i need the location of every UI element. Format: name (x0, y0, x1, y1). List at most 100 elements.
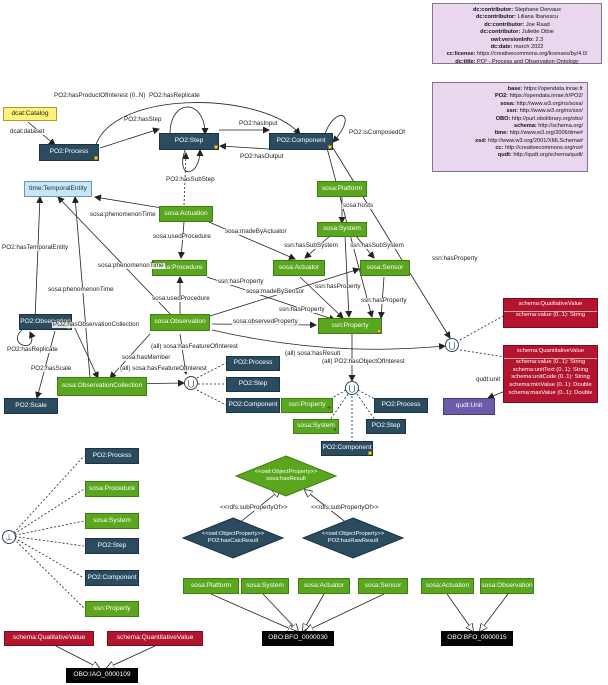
qudt-unit-node[interactable]: qudt:Unit (443, 398, 495, 415)
disjoint-process-node[interactable]: PO2:Process (85, 448, 139, 464)
union2-step-node[interactable]: PO2:Step (366, 419, 406, 434)
label-has-replicate: PO2:hasReplicate (148, 92, 201, 100)
label-has-input: PO2:hasInput (238, 120, 279, 128)
class-attribute: schema:maxValue (0..1): Double (508, 390, 593, 397)
label-dcat-dataset: dcat:dataset (9, 128, 46, 136)
union1-step-node[interactable]: PO2:Step (226, 377, 280, 392)
metadata-row: dc:date: march 2022 (490, 43, 544, 50)
union2-component-node[interactable]: PO2:Component (321, 441, 373, 456)
metadata-row: dc:contributor: Joe Raad (484, 21, 550, 28)
label-has-output: PO2:hasOutput (239, 153, 285, 161)
has-calc-result-text: <<owl:ObjectProperty>>PO2:hasCalcResult (201, 531, 265, 544)
label-has-result-all: (all) sosa:hasResult (284, 350, 342, 358)
obo-iao-node[interactable]: OBO:IAO_0000109 (66, 668, 138, 683)
label-has-feature-of-interest-all: (all) sosa:hasFeatureOfInterest (150, 343, 239, 351)
disjoint-property-node[interactable]: ssn:Property (85, 601, 139, 617)
dcat-catalog-node[interactable]: dcat:Catalog (3, 107, 57, 121)
label-is-composed-of: PO2:isComposedOf (348, 129, 406, 137)
union-object-of-interest[interactable]: ⋃ (345, 381, 359, 395)
po2-component-node[interactable]: PO2:Component (269, 133, 333, 150)
label-has-member: sosa:hasMember (121, 354, 172, 362)
class-attribute: schema:unitText (0..1): String (512, 366, 589, 373)
namespace-row: PO2: https://opendata.inrae.fr/PO2/ (494, 93, 583, 100)
metadata-row: owl:versionInfo: 2.3 (490, 36, 544, 43)
has-calc-result-diamond (181, 517, 285, 559)
label-hosts: sosa:hosts (342, 202, 375, 210)
sosa-sensor-node[interactable]: sosa:Sensor (360, 260, 410, 276)
label-ssn-has-property-3: ssn:hasProperty (360, 297, 408, 305)
time-temporal-entity-node[interactable]: time:TemporalEntity (24, 181, 92, 197)
namespace-row: base: https://opendata.inrae.fr (507, 86, 583, 92)
has-raw-result-diamond (301, 517, 405, 559)
union2-property-plus: + (327, 405, 332, 412)
disjoint-system-node[interactable]: sosa:System (85, 513, 139, 529)
component-marker (328, 145, 332, 149)
label-ssn-has-subsystem-1: ssn:hasSubSystem (283, 242, 339, 250)
label-ssn-has-property-1: ssn:hasProperty (217, 278, 265, 286)
metadata-row: dc:title: PO² - Process and Observation … (455, 58, 579, 65)
obo-bfo30-node[interactable]: OBO:BFO_0000030 (262, 631, 334, 646)
bfo30-sensor-node[interactable]: sosa:Sensor (358, 578, 408, 594)
namespace-row: xsd: http://www.w3.org/2001/XMLSchema# (475, 137, 583, 144)
sosa-observation-collection-node[interactable]: sosa:ObservationCollection (57, 377, 147, 396)
class-attribute: schema:unitCode (0..1): String (511, 374, 590, 381)
union2-process-node[interactable]: PO2:Process (374, 398, 428, 413)
ssn-property-node[interactable]: ssn:Property (318, 318, 382, 334)
metadata-row: dc:contributor: Stephane Dervaux (473, 7, 561, 13)
label-has-feature-of-interest: (all) sosa:hasFeatureOfInterest (119, 365, 208, 373)
namespace-row: OBO: http://purl.obolibrary.org/obo/ (495, 115, 583, 122)
metadata-row: cc:license: https://creativecommons.org/… (446, 51, 588, 58)
label-ssn-has-subsystem-2: ssn:hasSubSystem (349, 242, 405, 250)
label-ssn-has-property-right: ssn:hasProperty (431, 255, 479, 263)
label-observed-property: sosa:observedProperty (232, 318, 299, 326)
po2-scale-node[interactable]: PO2:Scale (4, 398, 58, 414)
namespace-row: cc: http://creativecommons.org/ns# (495, 145, 583, 151)
class-attribute: schema:value (0..1): String (515, 311, 586, 318)
disjoint-procedure-node[interactable]: sosa:Procedure (85, 481, 139, 497)
label-has-sub-step: PO2:hasSubStep (165, 176, 216, 184)
bfo30-system-node[interactable]: sosa:System (241, 578, 289, 594)
namespace-row: schema: http://schema.org/ (513, 122, 583, 129)
iao-quantitative-node[interactable]: schema:QuantitativeValue (107, 631, 203, 646)
sosa-platform-node[interactable]: sosa:Platform (317, 181, 367, 197)
sosa-observation-node[interactable]: sosa:Observation (150, 314, 210, 331)
bfo30-platform-node[interactable]: sosa:Platform (183, 578, 239, 594)
bfo15-actuation-node[interactable]: sosa:Actuation (421, 578, 474, 594)
class-title: schema:QuantitativeValue (504, 346, 597, 359)
label-used-procedure-2: sosa:usedProcedure (151, 295, 211, 303)
union1-process-node[interactable]: PO2:Process (226, 356, 280, 371)
sosa-system-node[interactable]: sosa:System (317, 222, 367, 237)
has-result-text: <<owl:ObjectProperty>>sosa:hasResult (254, 469, 318, 482)
iao-qualitative-node[interactable]: schema:QualitativeValue (4, 631, 94, 646)
union-result-value[interactable]: ⋃ (445, 338, 459, 352)
sosa-actuation-node[interactable]: sosa:Actuation (159, 206, 213, 222)
label-used-procedure-1: sosa:usedProcedure (152, 233, 212, 241)
namespace-row: qudt: http://qudt.org/schema/qudt/ (497, 152, 583, 159)
po2-process-node[interactable]: PO2:Process (39, 144, 99, 161)
union1-component-node[interactable]: PO2:Component (226, 398, 280, 413)
label-has-scale: PO2:hasScale (30, 365, 73, 373)
union2-property-node[interactable]: ssn:Property (281, 398, 333, 413)
step-marker (214, 145, 218, 149)
bfo15-observation-node[interactable]: sosa:Observation (480, 578, 534, 594)
disjoint-symbol[interactable]: ⊥ (2, 530, 16, 544)
process-marker (94, 156, 98, 160)
label-phenomenon-time-2: sosa:phenomenonTime (97, 262, 165, 270)
label-phenomenon-time-1: sosa:phenomenonTime (89, 211, 157, 219)
disjoint-step-node[interactable]: PO2:Step (85, 538, 139, 554)
union2-system-plus: + (333, 427, 338, 434)
bfo30-actuator-node[interactable]: sosa:Actuator (298, 578, 350, 594)
union-feature-of-interest[interactable]: ⋃ (184, 376, 198, 390)
metadata-row: dc:contributor: Liliana Ibanescu (475, 14, 559, 21)
sosa-actuator-node[interactable]: sosa:Actuator (273, 260, 325, 276)
union2-system-node[interactable]: sosa:System (293, 419, 339, 434)
po2-step-node[interactable]: PO2:Step (159, 133, 219, 150)
class-attribute: schema:value (0..1): String (515, 358, 586, 365)
disjoint-component-node[interactable]: PO2:Component (85, 570, 139, 586)
namespace-row: time: http://www.w3.org/2006/time# (494, 130, 583, 137)
label-sub-property-of-1: <<rdfs:subPropertyOf>> (219, 504, 289, 512)
obo-bfo15-node[interactable]: OBO:BFO_0000015 (441, 631, 513, 646)
has-result-diamond (234, 455, 338, 497)
